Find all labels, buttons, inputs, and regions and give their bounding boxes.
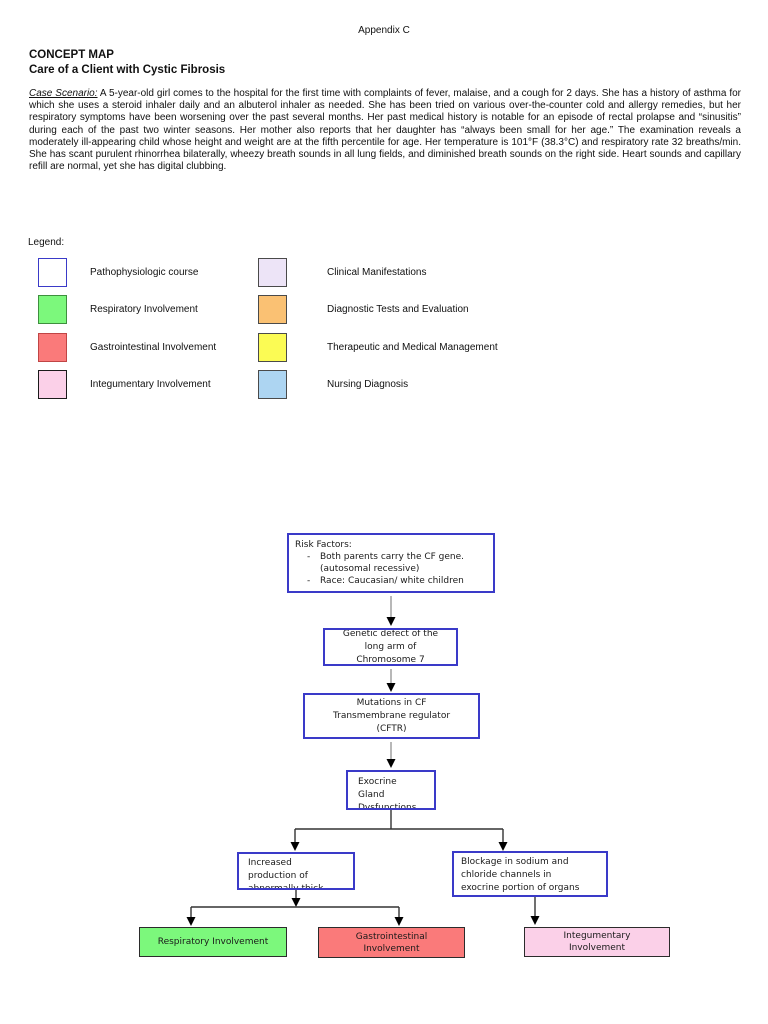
legend-swatch-pathophysiologic [38,258,67,287]
legend-swatch-gastrointestinal [38,333,67,362]
case-scenario-text: A 5-year-old girl comes to the hospital … [29,88,742,173]
legend-item-therapeutic-management: Therapeutic and Medical Management [258,333,498,362]
legend-swatch-integumentary [38,370,67,399]
legend-label: Gastrointestinal Involvement [90,342,217,353]
connector-exocrine-split [290,810,508,851]
legend-item-nursing-diagnosis: Nursing Diagnosis [258,370,408,399]
legend-label: Pathophysiologic course [90,267,199,278]
node-respiratory-involvement: Respiratory Involvement [139,927,287,957]
legend-label: Therapeutic and Medical Management [327,342,498,353]
node-gastrointestinal-involvement: Gastrointestinal Involvement [318,927,465,958]
connector-increased-split [186,890,404,926]
legend-label: Integumentary Involvement [90,379,211,390]
legend-title: Legend: [28,237,65,248]
legend-swatch-respiratory [38,295,67,324]
page-subtitle: Care of a Client with Cystic Fibrosis [29,64,226,76]
arrow-mutations-to-exocrine [386,742,396,768]
case-scenario-label: Case Scenario: [29,88,98,99]
node-increased-production: Increased production of abnormally thick [237,852,355,890]
legend-item-respiratory: Respiratory Involvement [38,295,198,324]
legend-item-gastrointestinal: Gastrointestinal Involvement [38,333,216,362]
bullet-dash: - [307,576,311,586]
legend-item-pathophysiologic: Pathophysiologic course [38,258,198,287]
legend-item-clinical-manifestations: Clinical Manifestations [258,258,427,287]
bullet-dash: - [307,552,311,562]
node-exocrine-gland: Exocrine Gland Dysfunctions [346,770,436,810]
node-blockage-channels: Blockage in sodium and chloride channels… [452,851,608,897]
risk-factor-bullet: - Both parents carry the CF gene. (autos… [307,552,465,574]
legend-swatch-clinical-manifestations [258,258,287,287]
risk-factors-title: Risk Factors: [295,540,352,550]
arrow-risk-to-genetic [386,596,396,626]
legend-swatch-nursing-diagnosis [258,370,287,399]
legend-label: Respiratory Involvement [90,304,198,315]
arrow-genetic-to-mutations [386,669,396,692]
legend-item-integumentary: Integumentary Involvement [38,370,211,399]
node-mutations-cftr: Mutations in CF Transmembrane regulator … [303,693,480,739]
concept-map-title: CONCEPT MAP [29,49,114,61]
node-genetic-defect: Genetic defect of the long arm of Chromo… [323,628,458,666]
legend-swatch-diagnostic-tests [258,295,287,324]
legend-label: Nursing Diagnosis [327,379,409,390]
node-integumentary-involvement: Integumentary Involvement [524,927,670,957]
legend-swatch-therapeutic-management [258,333,287,362]
legend-label: Clinical Manifestations [327,267,427,278]
legend-item-diagnostic-tests: Diagnostic Tests and Evaluation [258,295,469,324]
node-risk-factors: Risk Factors: - Both parents carry the C… [287,533,495,593]
legend-label: Diagnostic Tests and Evaluation [327,304,469,315]
appendix-label: Appendix C [358,25,410,36]
case-scenario-paragraph: Case Scenario: A 5-year-old girl comes t… [29,88,741,173]
risk-factor-bullet: - Race: Caucasian/ white children [307,576,464,586]
arrow-blockage-to-integumentary [530,897,540,925]
